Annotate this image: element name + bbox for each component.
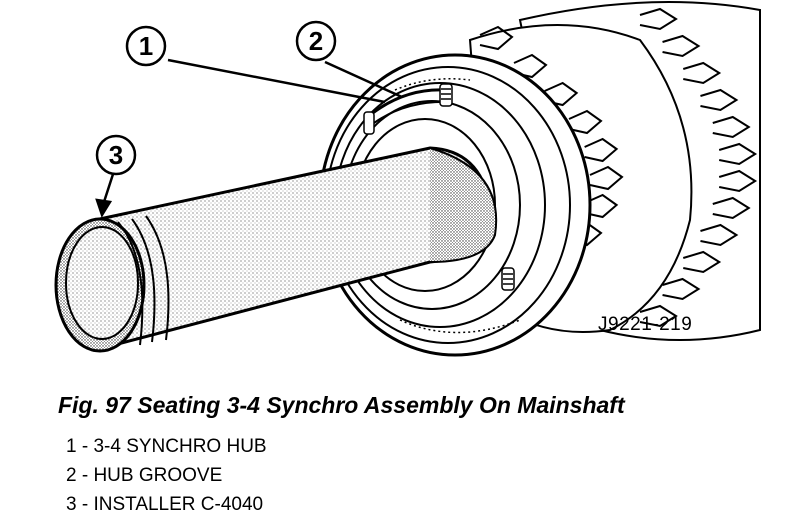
gear-tooth xyxy=(700,88,739,112)
gear-tooth xyxy=(662,34,701,58)
gear-tooth xyxy=(682,61,722,85)
leader-lines xyxy=(95,58,403,218)
callout-1: 1 xyxy=(125,25,167,67)
gear-tooth xyxy=(718,169,758,193)
legend-item-1: 1 - 3-4 SYNCHRO HUB xyxy=(66,436,267,457)
legend-item-3: 3 - INSTALLER C-4040 xyxy=(66,494,264,515)
gear-tooth xyxy=(700,223,739,247)
callout-3: 3 xyxy=(95,134,137,176)
gear-tooth xyxy=(662,277,701,301)
legend-list: 1 - 3-4 SYNCHRO HUB 2 - HUB GROOVE 3 - I… xyxy=(66,432,267,519)
callout-1-number: 1 xyxy=(139,31,153,61)
figure-code: J9221-219 xyxy=(598,314,693,335)
synchro-key-left xyxy=(363,111,375,135)
gear-tooth xyxy=(712,196,751,220)
gear-tooth xyxy=(712,115,751,139)
gear-tooth xyxy=(584,193,619,219)
gear-tooth xyxy=(639,304,678,328)
gear-tooth xyxy=(589,165,624,191)
gear-tooth xyxy=(568,109,603,135)
gear-tooth xyxy=(639,7,678,31)
figure-caption: Fig. 97 Seating 3-4 Synchro Assembly On … xyxy=(58,392,625,418)
gear-tooth xyxy=(718,142,758,166)
gear-tooth xyxy=(479,25,514,51)
callout-3-number: 3 xyxy=(109,140,123,170)
legend-item-2: 2 - HUB GROOVE xyxy=(66,465,223,486)
gear-tooth xyxy=(544,81,579,107)
callout-2-number: 2 xyxy=(309,26,323,56)
synchro-assembly-illustration: 1 2 3 xyxy=(54,1,761,357)
installer-tool xyxy=(54,146,498,353)
synchro-key-top xyxy=(439,83,453,107)
synchro-key-bottom xyxy=(501,267,515,291)
gear-tooth xyxy=(682,250,722,274)
callout-2: 2 xyxy=(295,20,337,62)
gear-tooth xyxy=(584,137,619,163)
